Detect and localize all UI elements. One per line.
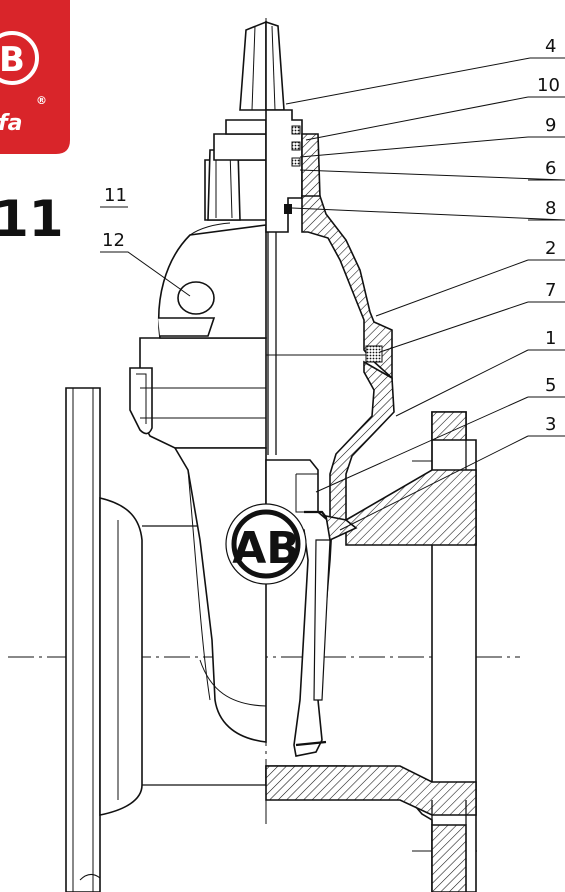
packing-ring-10 [291,125,301,135]
brand-logo-background [0,0,70,154]
lifting-lug [177,281,215,315]
packing-ring-9 [291,141,301,151]
part-label: 7 [545,280,556,301]
seat-3 [325,514,358,542]
watermark-text: AB [232,523,300,574]
body-section-upper-wall [345,469,477,546]
left-flange [65,387,101,892]
brand-logo-suffix: fa [0,111,22,136]
brand-logo-circle [0,31,39,85]
side-label: 12 [102,230,125,251]
part-label: 5 [545,375,556,396]
part-label: 10 [537,75,560,96]
part-label: 1 [545,328,556,349]
valve-section-view [265,20,477,892]
valve-exterior-view [65,20,267,892]
part-label: 2 [545,238,556,259]
brand-logo-letter: B [0,40,25,80]
bonnet-lower-left [139,337,267,449]
model-number-fragment: 11 [0,190,64,248]
left-body-neck [99,496,143,816]
part-label: 8 [545,198,556,219]
packing-ring-6 [291,157,301,167]
part-label: 3 [545,414,556,435]
bonnet-seal-7 [365,345,383,363]
part-label: 9 [545,115,556,136]
o-ring-8 [284,204,292,214]
side-label: 11 [104,185,127,206]
part-label: 6 [545,158,556,179]
registered-mark: ® [36,94,47,107]
ab-watermark: AB [225,503,307,585]
stem-cap-left [239,20,267,111]
stem [267,232,277,455]
wedge-housing-left [173,447,267,743]
leader-lines [100,57,565,531]
brand-logo: B fa ® [0,0,70,154]
part-labels: 4 10 9 6 8 2 7 1 5 3 11 12 [102,36,560,435]
body-section-lower-wall [265,765,477,816]
part-label: 4 [545,36,556,57]
